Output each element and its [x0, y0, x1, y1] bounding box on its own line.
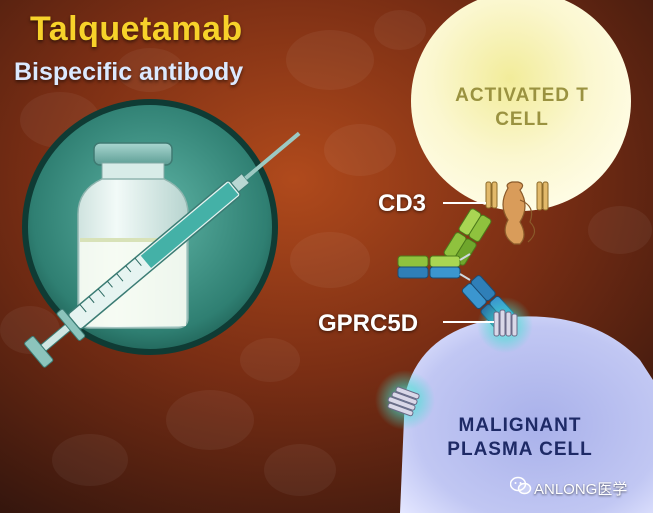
gprc5d-receptor-free	[375, 370, 435, 430]
background-cells	[0, 10, 652, 496]
plasma-cell-label: MALIGNANT PLASMA CELL	[447, 415, 593, 460]
t-cell-label: ACTIVATED T CELL	[455, 85, 589, 130]
watermark: ANLONG医学	[534, 481, 628, 498]
t-cell	[411, 0, 631, 211]
wechat-icon	[510, 476, 532, 495]
cd3-receptors	[485, 181, 549, 245]
cd3-label: CD3	[378, 190, 427, 217]
vial-syringe-illustration	[22, 99, 301, 368]
gprc5d-label: GPRC5D	[318, 310, 419, 337]
diagram-title: Talquetamab	[30, 10, 243, 48]
plasma-cell	[400, 316, 653, 513]
gprc5d-receptor-bound	[477, 297, 533, 353]
diagram-subtitle: Bispecific antibody	[14, 58, 244, 86]
